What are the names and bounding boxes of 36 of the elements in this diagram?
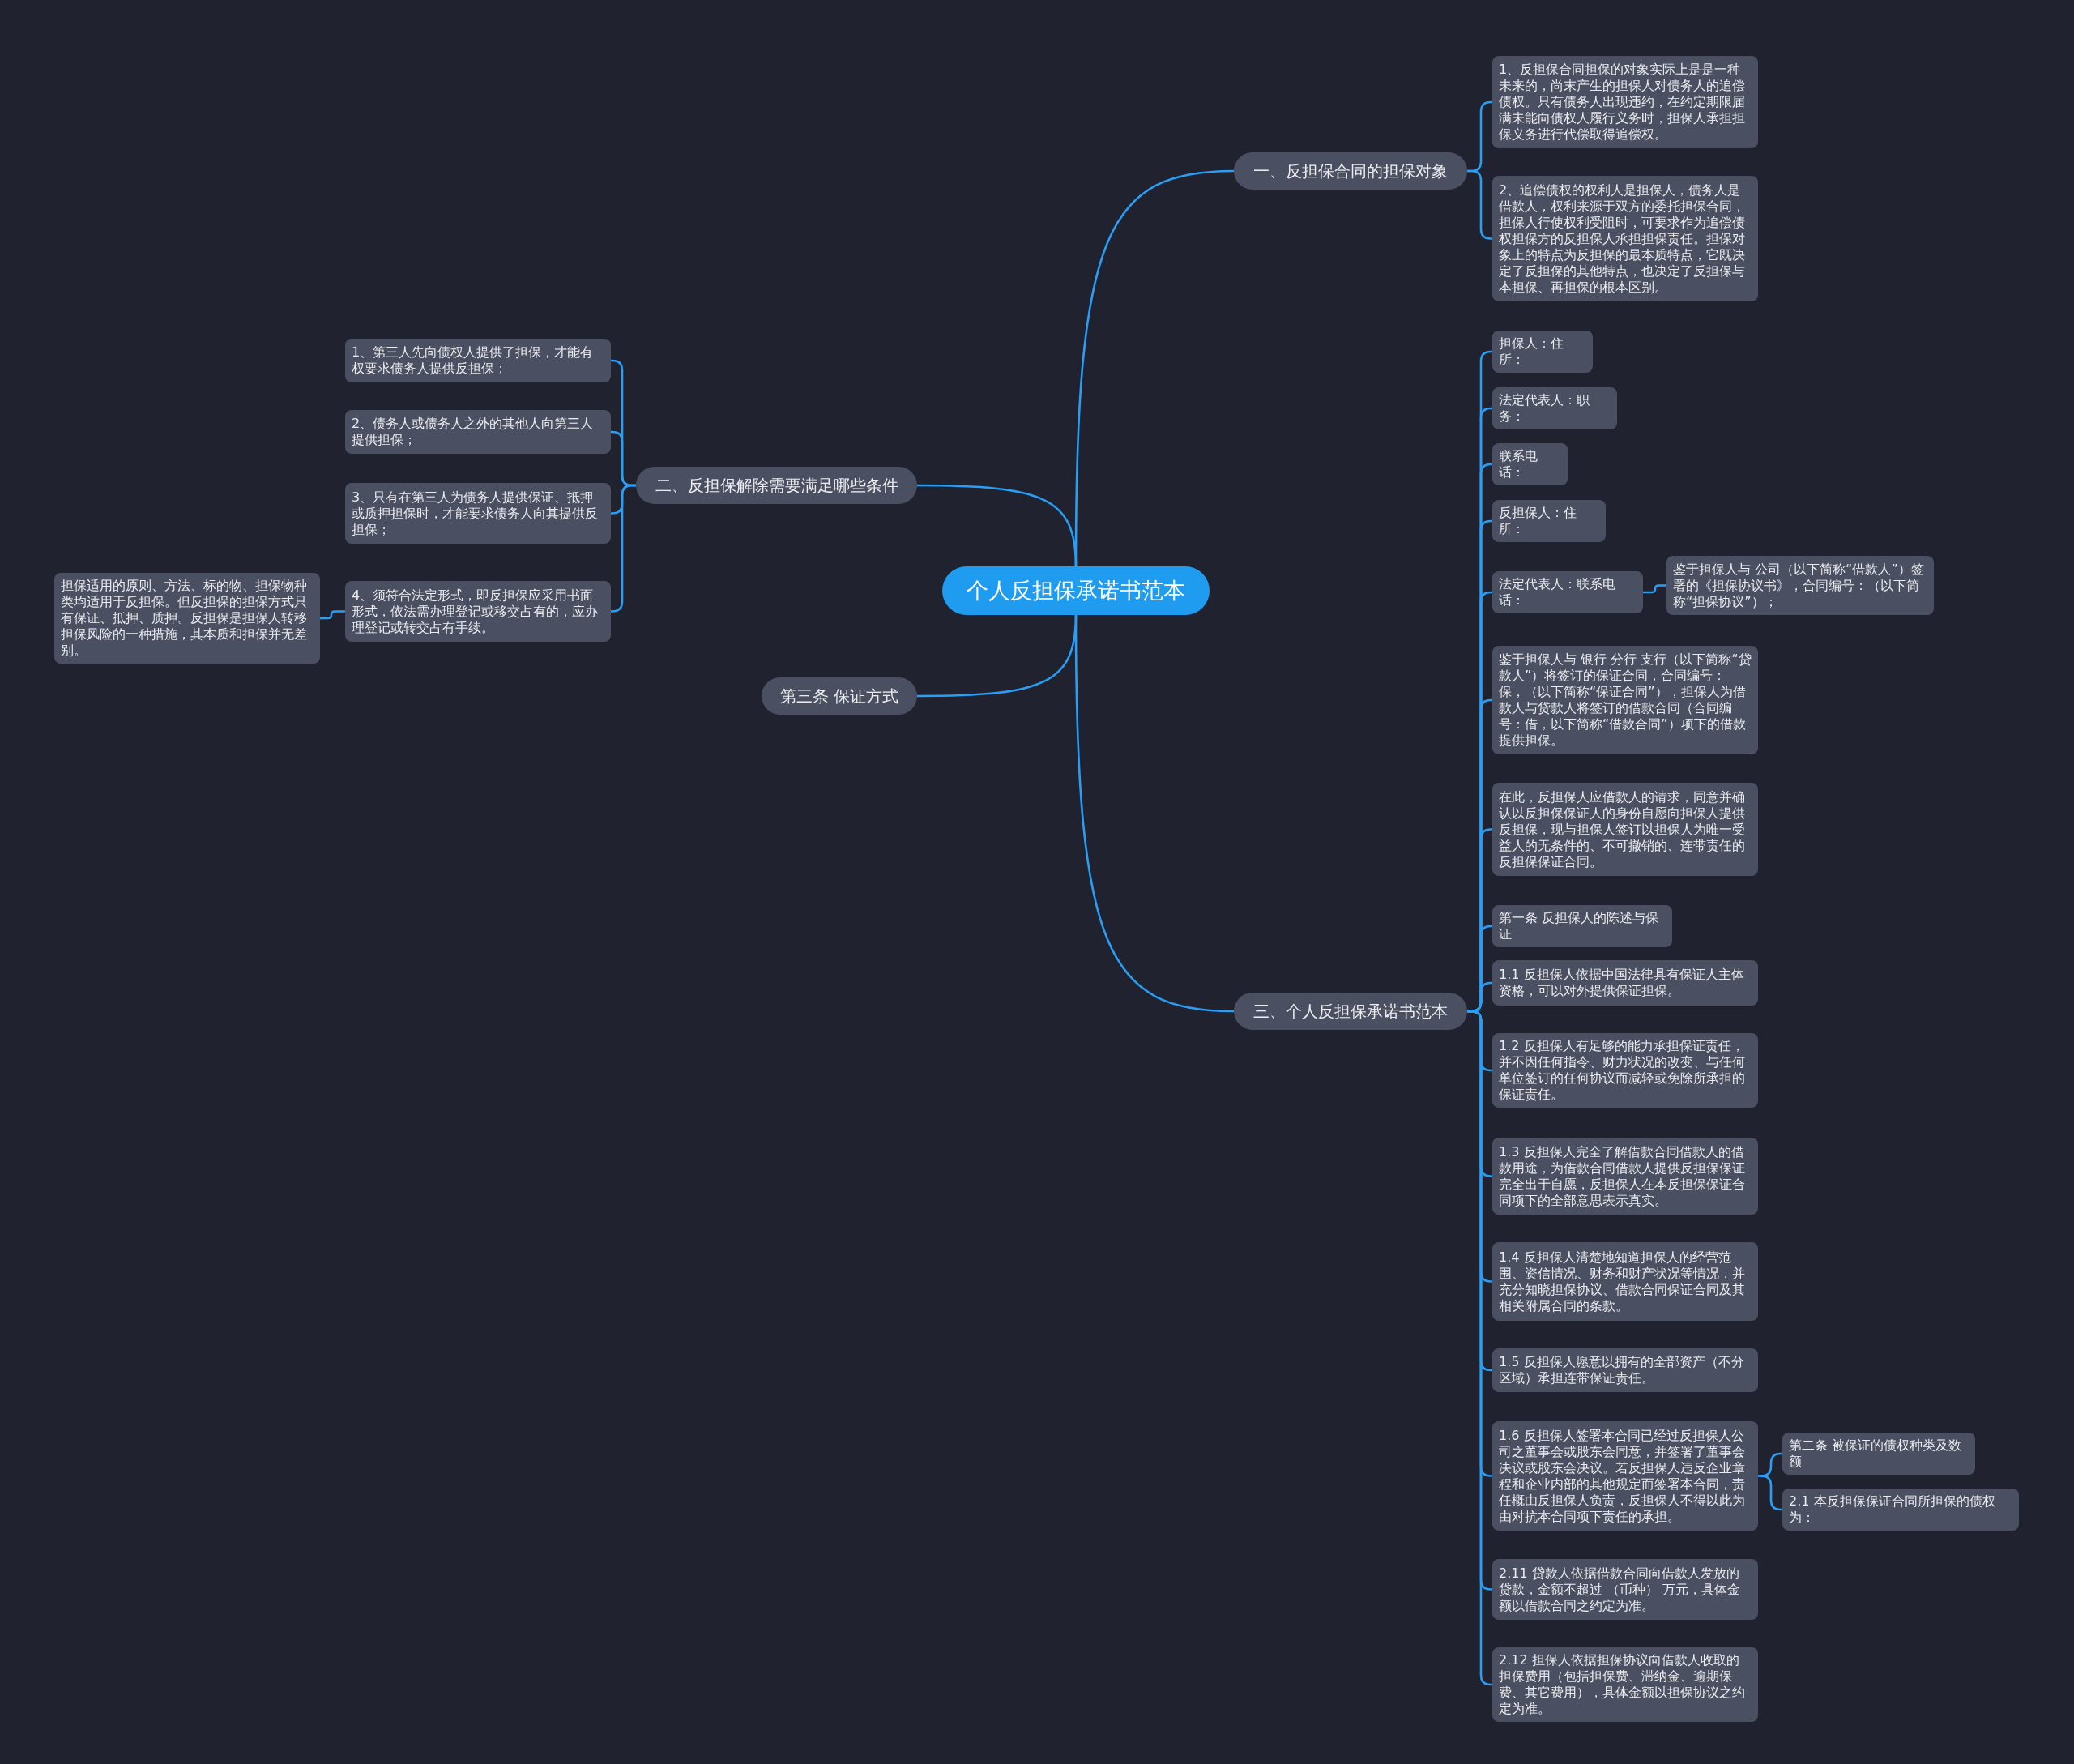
central-topic: 个人反担保承诺书范本	[942, 566, 1210, 615]
subtopic-card: 第二条 被保证的债权种类及数额	[1782, 1433, 1975, 1475]
subtopic-card: 法定代表人：联系电话：	[1492, 571, 1643, 613]
subtopic-card: 鉴于担保人与 银行 分行 支行（以下简称“贷款人”）将签订的保证合同，合同编号：保，（以下简称“保证合同”），担保人为借款人与贷款人将签订的借款合同（合同编号：借，以下简称“借款合同”）项下的借款提供担保。	[1492, 646, 1758, 754]
subtopic-card: 反担保人：住所：	[1492, 500, 1606, 542]
subtopic-card: 1.3 反担保人完全了解借款合同借款人的借款用途，为借款合同借款人提供反担保保证完全出于自愿，反担保人在本反担保保证合同项下的全部意思表示真实。	[1492, 1138, 1758, 1215]
subtopic-card: 2、债务人或债务人之外的其他人向第三人提供担保；	[345, 410, 611, 454]
connector-line	[320, 610, 345, 620]
connector-line	[1074, 615, 1235, 1013]
subtopic-card: 2、追偿债权的权利人是担保人，债务人是借款人，权利来源于双方的委托担保合同，担保人行使权利受阻时，可要求作为追偿债权担保方的反担保人承担担保责任。担保对象上的特点为反担保的最本质特点，它既决定了反担保的其他特点，也决定了反担保与本担保、再担保的根本区别。	[1492, 176, 1758, 301]
subtopic-card: 1.1 反担保人依据中国法律具有保证人主体资格，可以对外提供保证担保。	[1492, 960, 1758, 1006]
subtopic-card: 2.1 本反担保保证合同所担保的债权为：	[1782, 1489, 2019, 1531]
connector-line	[1758, 1475, 1782, 1511]
subtopic-card: 担保人：住所：	[1492, 331, 1593, 373]
subtopic-card: 第一条 反担保人的陈述与保证	[1492, 905, 1672, 947]
subtopic-card: 在此，反担保人应借款人的请求，同意并确认以反担保保证人的身份自愿向担保人提供反担保，现与担保人签订以担保人为唯一受益人的无条件的、不可撤销的、连带责任的反担保保证合同。	[1492, 783, 1758, 876]
connector-line	[917, 484, 1078, 567]
subtopic-card: 2.12 担保人依据担保协议向借款人收取的担保费用（包括担保费、滞纳金、逾期保费、其它费用），具体金额以担保协议之约定为准。	[1492, 1647, 1758, 1722]
subtopic-card: 法定代表人：职务：	[1492, 387, 1617, 429]
subtopic-card: 鉴于担保人与 公司（以下简称“借款人”）签署的《担保协议书》，合同编号：（以下简称“担保协议”）；	[1666, 556, 1934, 615]
connector-line	[1643, 584, 1666, 594]
subtopic-card: 1、第三人先向债权人提供了担保，才能有权要求债务人提供反担保；	[345, 339, 611, 382]
subtopic-card: 1.4 反担保人清楚地知道担保人的经营范围、资信情况、财务和财产状况等情况，并充分知晓担保协议、借款合同保证合同及其相关附属合同的条款。	[1492, 1242, 1758, 1321]
branch-topic: 三、个人反担保承诺书范本	[1234, 993, 1467, 1030]
subtopic-card: 4、须符合法定形式，即反担保应采用书面形式，依法需办理登记或移交占有的，应办理登记或转交占有手续。	[345, 581, 611, 642]
subtopic-card: 1、反担保合同担保的对象实际上是是一种未来的，尚末产生的担保人对债务人的追偿债权。只有债务人出现违约，在约定期限届满未能向债权人履行义务时，担保人承担担保义务进行代偿取得追偿权。	[1492, 56, 1758, 148]
subtopic-card: 3、只有在第三人为债务人提供保证、抵押或质押担保时，才能要求债务人向其提供反担保；	[345, 483, 611, 544]
branch-topic: 第三条 保证方式	[762, 677, 917, 715]
subtopic-card: 1.2 反担保人有足够的能力承担保证责任，并不因任何指令、财力状况的改变、与任何单位签订的任何协议而减轻或免除所承担的保证责任。	[1492, 1033, 1758, 1108]
subtopic-card: 2.11 贷款人依据借款合同向借款人发放的贷款，金额不超过 （币种） 万元，具体金额以借款合同之约定为准。	[1492, 1559, 1758, 1620]
branch-topic: 一、反担保合同的担保对象	[1234, 152, 1467, 190]
branch-topic: 二、反担保解除需要满足哪些条件	[636, 467, 917, 504]
subtopic-card: 1.5 反担保人愿意以拥有的全部资产（不分区域）承担连带保证责任。	[1492, 1348, 1758, 1392]
subtopic-card: 1.6 反担保人签署本合同已经过反担保人公司之董事会或股东会同意，并签署了董事会决议或股东会决议。若反担保人违反企业章程和企业内部的其他规定而签署本合同，责任概由反担保人负责，反担保人不得以此为由对抗本合同项下责任的承担。	[1492, 1421, 1758, 1531]
subtopic-card: 担保适用的原则、方法、标的物、担保物种类均适用于反担保。但反担保的担保方式只有保证、抵押、质押。反担保是担保人转移担保风险的一种措施，其本质和担保并无差别。	[54, 573, 320, 664]
subtopic-card: 联系电话：	[1492, 443, 1568, 485]
